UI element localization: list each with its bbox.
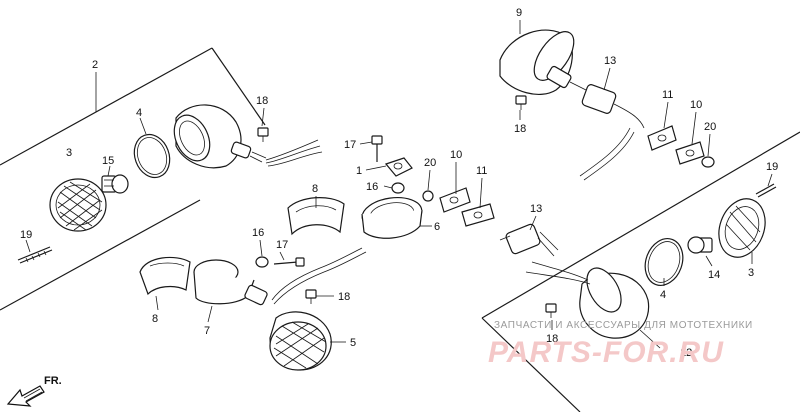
damper-10-center bbox=[439, 187, 471, 213]
screw-17-lower bbox=[273, 257, 305, 267]
nut-20-center bbox=[422, 190, 434, 202]
callout-3-right: 3 bbox=[748, 267, 754, 279]
damper-11-right bbox=[647, 125, 677, 151]
callout-15: 15 bbox=[102, 155, 114, 167]
callout-7: 7 bbox=[204, 325, 210, 337]
bolt-18-lower-left bbox=[305, 289, 317, 304]
wire-right-lower bbox=[525, 261, 591, 285]
callout-1: 1 bbox=[356, 165, 362, 177]
callout-10-right: 10 bbox=[690, 99, 702, 111]
stay-7 bbox=[193, 259, 268, 306]
callout-2: 2 bbox=[92, 59, 98, 71]
callout-18-top-left: 18 bbox=[256, 95, 268, 107]
callout-17-lower: 17 bbox=[276, 239, 288, 251]
assembly-frame-right bbox=[481, 131, 800, 412]
damper-10-right bbox=[675, 141, 705, 165]
wire-left-upper bbox=[265, 139, 323, 167]
callout-13-upper: 13 bbox=[604, 55, 616, 67]
bracket-cover-8-lower bbox=[139, 256, 191, 296]
callout-5: 5 bbox=[350, 337, 356, 349]
nut-16-lower bbox=[255, 256, 269, 268]
bracket-cover-8-upper bbox=[287, 197, 345, 236]
direction-label: FR. bbox=[44, 375, 62, 387]
screw-19-right bbox=[755, 183, 777, 198]
callout-6: 6 bbox=[434, 221, 440, 233]
direction-marker: FR. bbox=[6, 375, 62, 407]
callout-12: 12 bbox=[680, 347, 692, 359]
callout-10-center: 10 bbox=[450, 149, 462, 161]
assembly-frame-left bbox=[0, 47, 266, 311]
callout-14: 14 bbox=[708, 269, 720, 281]
collar-1 bbox=[384, 157, 413, 177]
callout-8-lower: 8 bbox=[152, 313, 158, 325]
housing-left bbox=[173, 104, 267, 169]
socket-13-center bbox=[499, 223, 559, 257]
damper-11-center bbox=[461, 203, 495, 227]
callout-17-center: 17 bbox=[344, 139, 356, 151]
housing-9 bbox=[499, 29, 575, 95]
signal-assembly-5 bbox=[269, 311, 332, 371]
callout-18-lower-right: 18 bbox=[546, 333, 558, 345]
screw-17-center bbox=[371, 135, 383, 162]
bolt-18-upper-right bbox=[515, 95, 527, 110]
callout-9: 9 bbox=[516, 7, 522, 19]
bulb-14 bbox=[687, 236, 713, 254]
nut-20-right bbox=[701, 156, 715, 168]
wire-lower-left bbox=[271, 247, 367, 305]
screw-left bbox=[17, 246, 53, 264]
lens-3-right bbox=[718, 198, 766, 258]
nut-16-center bbox=[391, 182, 405, 194]
callout-18-upper-right: 18 bbox=[514, 123, 526, 135]
bolt-18-top-left bbox=[257, 127, 269, 142]
gasket-ring-4-right bbox=[644, 238, 684, 286]
callout-11-center: 11 bbox=[476, 165, 487, 177]
callout-16-center: 16 bbox=[366, 181, 378, 193]
direction-arrow-icon bbox=[6, 385, 45, 407]
socket-13-upper bbox=[569, 81, 645, 129]
watermark-brand: PARTS-FOR.RU bbox=[488, 336, 724, 369]
mounting-bracket-6 bbox=[361, 197, 423, 239]
lens-left bbox=[49, 178, 107, 232]
callout-20-center: 20 bbox=[424, 157, 436, 169]
housing-12 bbox=[579, 267, 650, 339]
callout-3-left: 3 bbox=[66, 147, 72, 159]
callout-19-left: 19 bbox=[20, 229, 32, 241]
callout-20-right: 20 bbox=[704, 121, 716, 133]
callout-4-left: 4 bbox=[136, 107, 142, 119]
bolt-18-lower-right bbox=[545, 303, 557, 318]
watermark-caption: ЗАПЧАСТИ И АКСЕССУАРЫ ДЛЯ МОТОТЕХНИКИ bbox=[494, 320, 753, 331]
wire-right-upper bbox=[579, 127, 635, 181]
callout-16-lower: 16 bbox=[252, 227, 264, 239]
callout-11-right: 11 bbox=[662, 89, 673, 101]
leader-lines bbox=[25, 20, 773, 349]
callout-19-right: 19 bbox=[766, 161, 778, 173]
gasket-ring-left bbox=[133, 133, 171, 179]
callout-13-center: 13 bbox=[530, 203, 542, 215]
watermark: ЗАПЧАСТИ И АКСЕССУАРЫ ДЛЯ МОТОТЕХНИКИ PA… bbox=[488, 320, 753, 369]
bulb-left bbox=[101, 174, 129, 194]
callout-4-right: 4 bbox=[660, 289, 666, 301]
part-number-labels: 2 3 4 15 19 18 17 1 16 20 10 11 8 6 16 1… bbox=[20, 7, 778, 359]
callout-18-lower-left: 18 bbox=[338, 291, 350, 303]
callout-8-upper: 8 bbox=[312, 183, 318, 195]
